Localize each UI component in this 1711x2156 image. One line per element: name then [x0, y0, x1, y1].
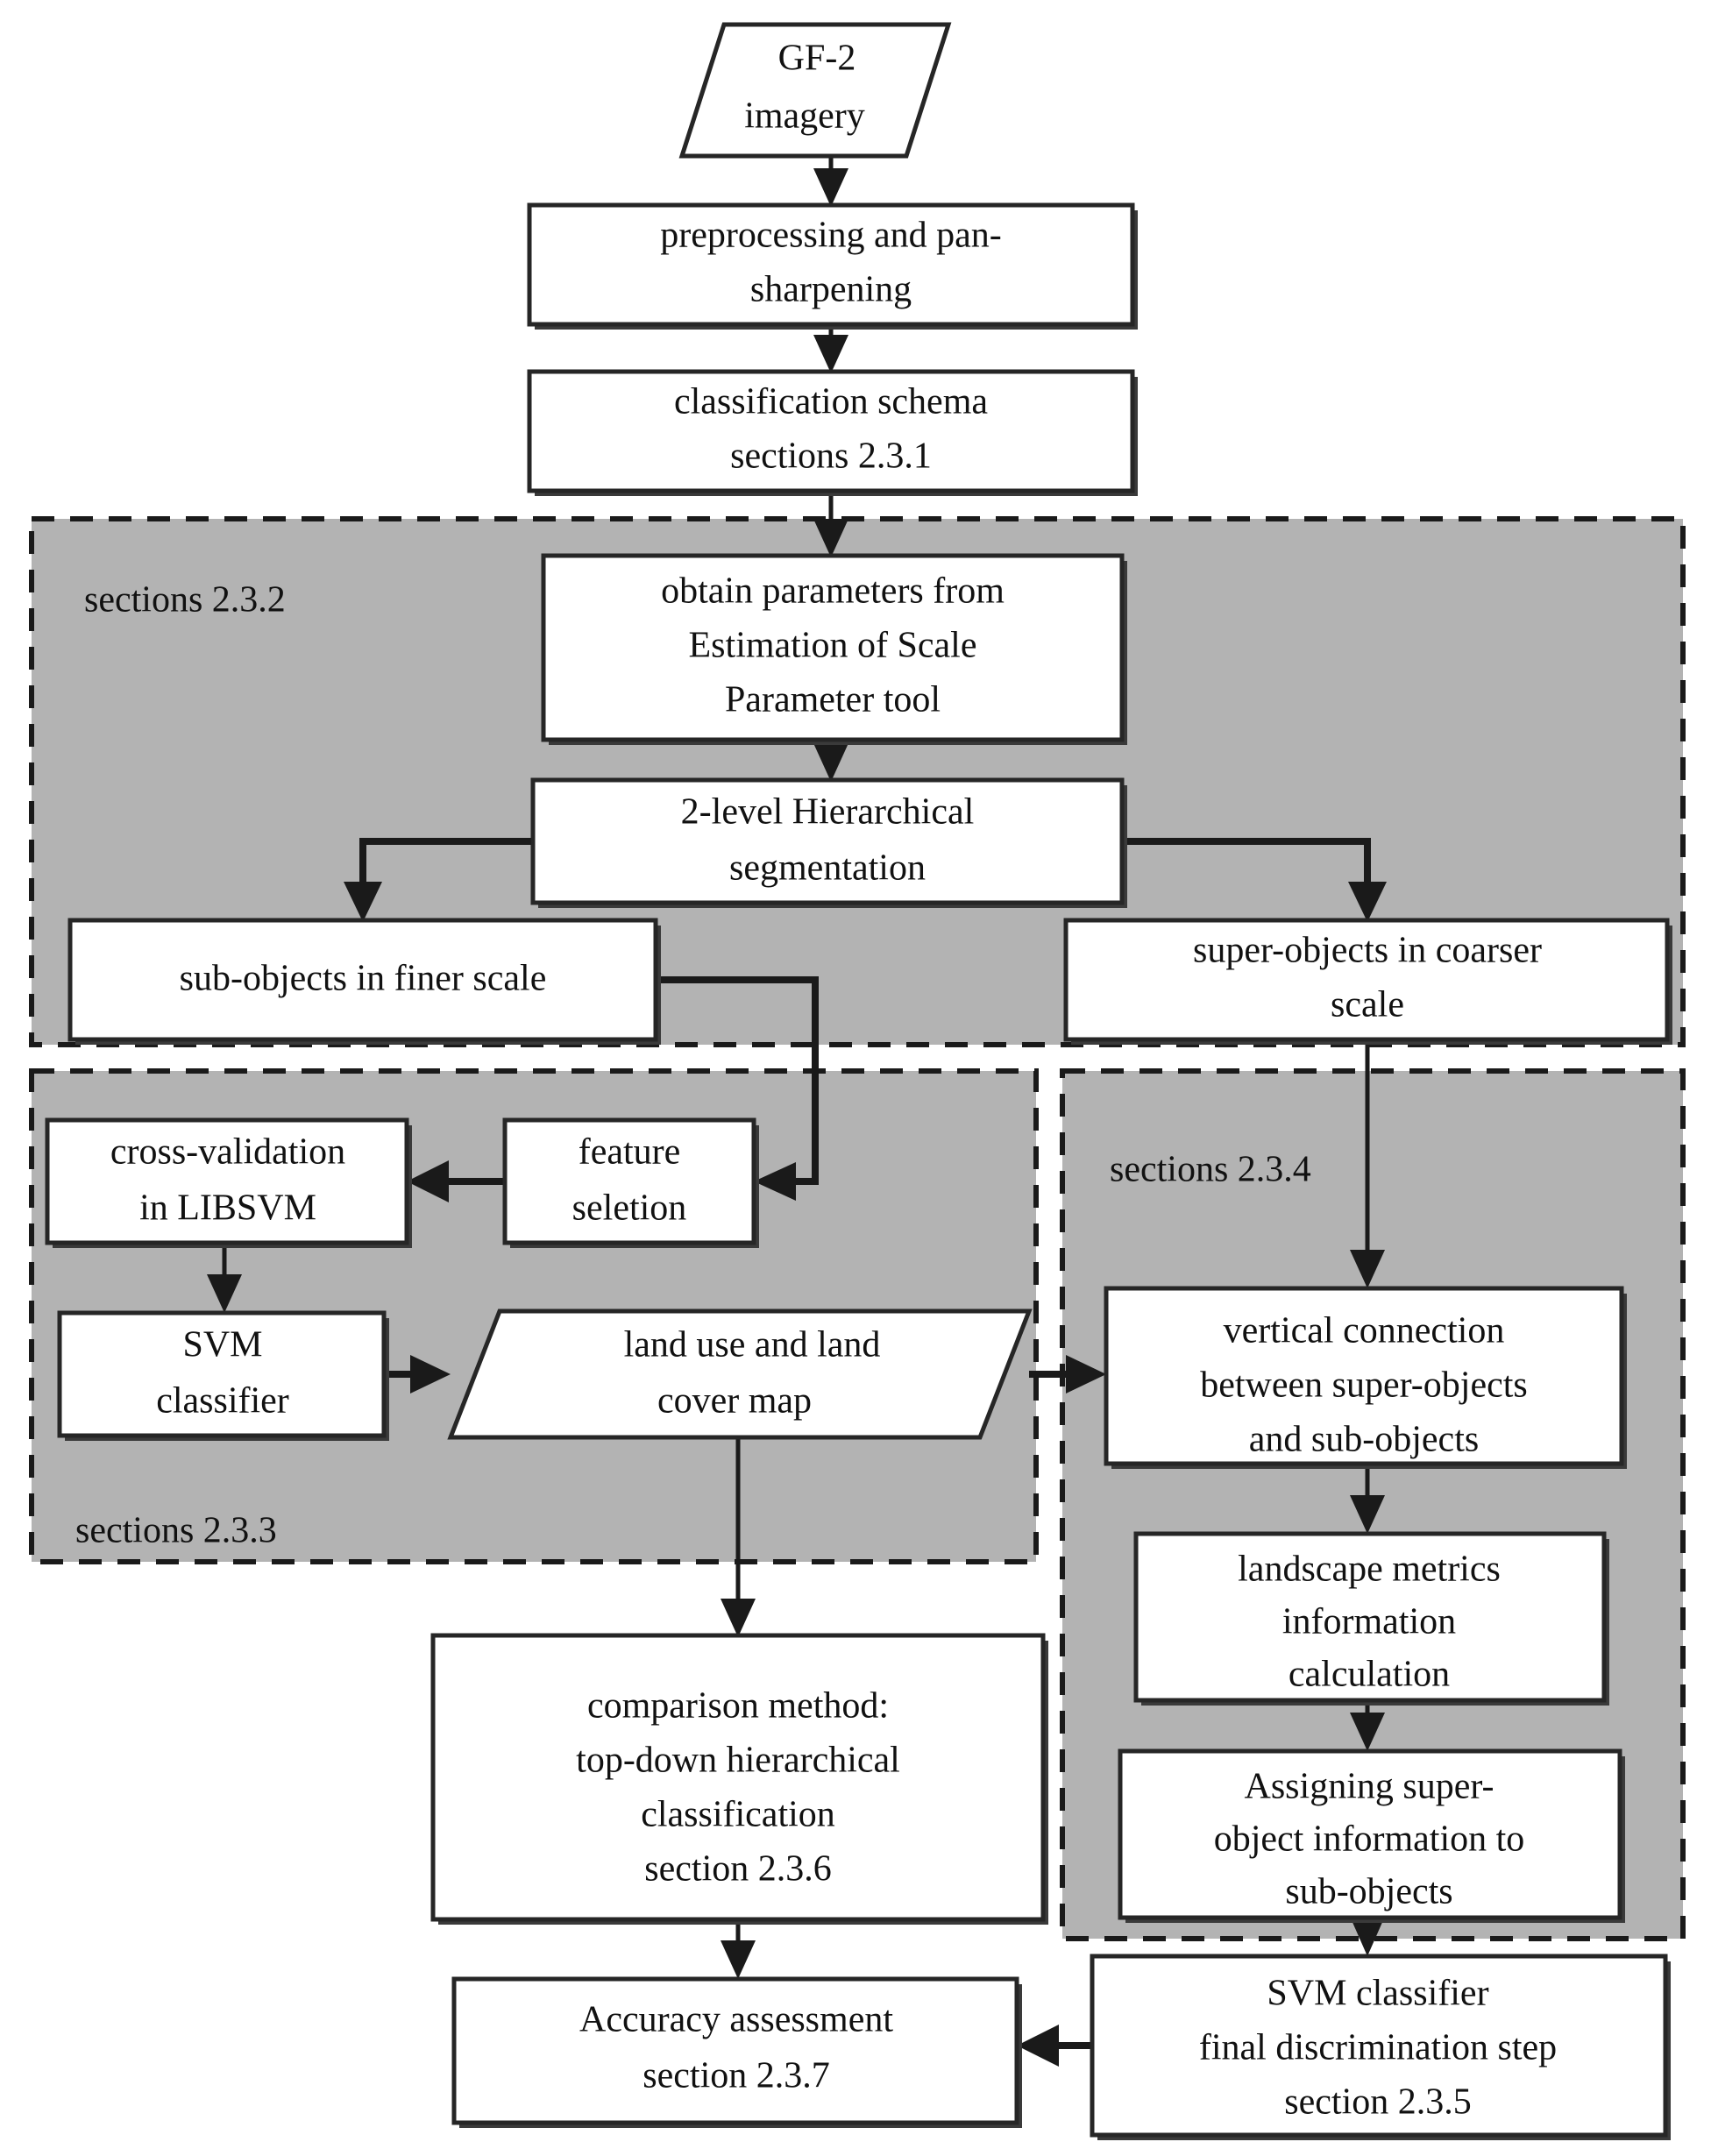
edge-landusemap-to-comparison [721, 1437, 756, 1637]
node-super-objects-line-0: super-objects in coarser [1193, 931, 1542, 971]
node-hierarchical-segmentation[interactable]: 2-level Hierarchical segmentation [530, 777, 1127, 908]
node-assigning-superobject-line-1: object information to [1214, 1819, 1525, 1860]
node-cross-validation-line-0: cross-validation [110, 1132, 345, 1173]
node-assigning-superobject-line-2: sub-objects [1285, 1872, 1452, 1912]
node-landscape-metrics[interactable]: landscape metrics information calculatio… [1133, 1531, 1609, 1706]
node-feature-selection-line-1: seletion [572, 1188, 687, 1229]
node-classification-schema-line-1: sections 2.3.1 [730, 436, 932, 477]
node-hierarchical-segmentation-line-0: 2-level Hierarchical [681, 792, 975, 833]
node-sub-objects-line-0: sub-objects in finer scale [180, 959, 547, 999]
node-landuse-map[interactable]: land use and land cover map [447, 1308, 1033, 1440]
edge-segmentation-to-superobjects [1122, 838, 1387, 922]
group-label-sections-2-3-4: sections 2.3.4 [1110, 1150, 1311, 1190]
group-label-sections-2-3-3: sections 2.3.3 [75, 1511, 277, 1551]
node-svm-final[interactable]: SVM classifier final discrimination step… [1090, 1954, 1671, 2140]
node-cross-validation[interactable]: cross-validation in LIBSVM [45, 1117, 412, 1248]
edge-superobjects-to-vertical [1350, 1039, 1385, 1288]
node-comparison-method-line-3: section 2.3.6 [644, 1849, 831, 1890]
node-vertical-connection-line-2: and sub-objects [1249, 1420, 1479, 1460]
node-vertical-connection-line-0: vertical connection [1224, 1311, 1505, 1351]
node-hierarchical-segmentation-line-1: segmentation [729, 848, 926, 889]
node-obtain-parameters-line-1: Estimation of Scale [689, 626, 977, 666]
node-accuracy-assessment[interactable]: Accuracy assessment section 2.3.7 [451, 1976, 1022, 2128]
node-svm-final-line-1: final discrimination step [1199, 2028, 1557, 2068]
edge-subobjects-to-featureselect [656, 976, 819, 1201]
node-classification-schema[interactable]: classification schema sections 2.3.1 [527, 369, 1138, 496]
edge-featureselect-to-crossval [407, 1160, 505, 1202]
node-gf2-imagery-line-1: imagery [744, 96, 865, 137]
node-assigning-superobject-line-0: Assigning super- [1245, 1767, 1494, 1807]
node-super-objects-line-1: scale [1331, 985, 1404, 1025]
edge-schema-to-obtain [813, 491, 848, 557]
node-svm-final-line-2: section 2.3.5 [1284, 2082, 1471, 2123]
edge-crossval-to-svm [207, 1243, 242, 1313]
edge-svm-to-landusemap [384, 1355, 451, 1394]
node-landuse-map-line-1: cover map [657, 1381, 812, 1422]
node-svm-classifier[interactable]: SVM classifier [57, 1310, 389, 1441]
edge-landusemap-to-vertical [1029, 1355, 1106, 1394]
group-label-sections-2-3-2: sections 2.3.2 [84, 580, 286, 621]
edge-preprocessing-to-schema [813, 324, 848, 373]
node-landuse-map-line-0: land use and land [624, 1325, 881, 1365]
node-classification-schema-line-0: classification schema [674, 382, 988, 422]
node-super-objects[interactable]: super-objects in coarser scale [1063, 918, 1672, 1045]
nodes: GF-2 imagery preprocessing and pan- shar… [45, 22, 1672, 2140]
node-preprocessing-line-0: preprocessing and pan- [660, 216, 1002, 256]
edge-gf2-to-preprocessing [813, 156, 848, 207]
node-feature-selection-line-0: feature [579, 1132, 681, 1173]
node-preprocessing[interactable]: preprocessing and pan- sharpening [527, 202, 1138, 330]
node-vertical-connection-line-1: between super-objects [1200, 1365, 1528, 1406]
node-feature-selection[interactable]: feature seletion [502, 1117, 759, 1248]
node-vertical-connection[interactable]: vertical connection between super-object… [1104, 1286, 1627, 1469]
node-svm-final-line-0: SVM classifier [1267, 1974, 1488, 2014]
node-landscape-metrics-line-1: information [1282, 1602, 1456, 1642]
node-comparison-method-line-0: comparison method: [587, 1686, 889, 1727]
node-landscape-metrics-line-2: calculation [1289, 1655, 1450, 1695]
node-assigning-superobject[interactable]: Assigning super- object information to s… [1118, 1748, 1625, 1923]
node-comparison-method-line-2: classification [641, 1795, 835, 1835]
edge-svmfinal-to-accuracy [1017, 2025, 1092, 2067]
node-comparison-method-line-1: top-down hierarchical [576, 1741, 900, 1781]
node-obtain-parameters[interactable]: obtain parameters from Estimation of Sca… [541, 553, 1127, 745]
edge-segmentation-to-subobjects [344, 838, 533, 922]
group-labels: sections 2.3.2 sections 2.3.3 sections 2… [75, 580, 1311, 1551]
node-svm-classifier-line-1: classifier [156, 1381, 289, 1422]
edges [207, 156, 1387, 2067]
edge-vertical-to-landscape [1350, 1464, 1385, 1534]
node-svm-classifier-line-0: SVM [182, 1325, 262, 1365]
node-comparison-method[interactable]: comparison method: top-down hierarchical… [430, 1633, 1048, 1925]
node-sub-objects[interactable]: sub-objects in finer scale [67, 918, 661, 1045]
node-obtain-parameters-line-2: Parameter tool [725, 680, 941, 720]
node-cross-validation-line-1: in LIBSVM [139, 1188, 316, 1229]
node-gf2-imagery-line-0: GF-2 [778, 39, 856, 79]
node-gf2-imagery[interactable]: GF-2 imagery [678, 22, 952, 159]
edge-comparison-to-accuracy [721, 1919, 756, 1979]
node-accuracy-assessment-line-0: Accuracy assessment [579, 2000, 893, 2040]
node-accuracy-assessment-line-1: section 2.3.7 [643, 2056, 829, 2096]
node-preprocessing-line-1: sharpening [750, 270, 912, 310]
node-landscape-metrics-line-0: landscape metrics [1238, 1550, 1501, 1590]
node-obtain-parameters-line-0: obtain parameters from [661, 571, 1005, 612]
